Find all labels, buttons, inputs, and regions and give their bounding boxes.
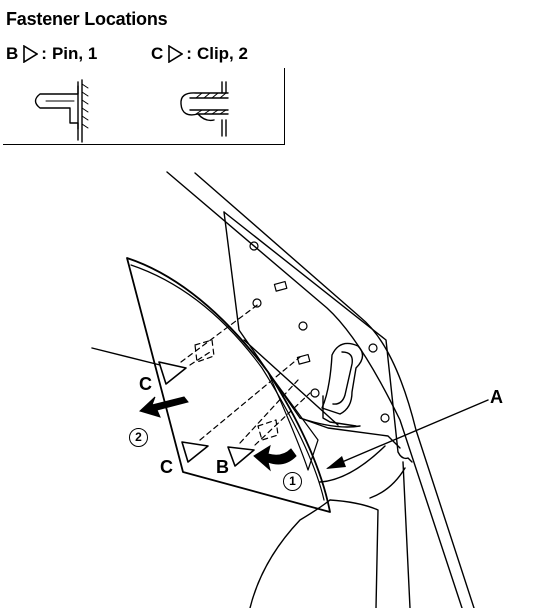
clip-fastener-icon	[180, 81, 229, 137]
triangle-marker-icon	[23, 45, 39, 63]
legend-pin-text: Pin, 1	[51, 44, 98, 63]
legend-clip: C : Clip, 2	[151, 44, 248, 63]
rotate-arrow-icon	[253, 444, 297, 472]
legend-box	[3, 68, 285, 145]
callout-c-upper: C	[139, 374, 152, 394]
legend-clip-text: Clip, 2	[196, 44, 248, 63]
fastener-guide-lines	[180, 302, 311, 446]
triangle-markers	[158, 361, 255, 467]
callout-c-lower: C	[160, 457, 173, 477]
legend-pin-letter: B	[6, 44, 19, 63]
callout-b: B	[216, 457, 229, 477]
step-number-1: 1	[283, 472, 302, 491]
mounting-holes	[249, 241, 390, 423]
step-number-2: 2	[129, 428, 148, 447]
leader-arrow-icon	[326, 456, 346, 469]
triangle-marker-icon	[158, 361, 187, 385]
diagram-title: Fastener Locations	[6, 9, 168, 29]
pull-arrow-icon	[139, 396, 189, 418]
seatbelt-anchor	[321, 342, 364, 427]
trim-panel	[126, 257, 331, 513]
pillar-body-outline	[166, 171, 475, 608]
callout-a: A	[490, 387, 503, 407]
pin-fastener-icon	[34, 79, 89, 143]
legend-clip-letter: C	[151, 44, 164, 63]
triangle-marker-icon	[227, 446, 255, 467]
leader-line-c-upper	[91, 347, 161, 366]
legend-pin: B : Pin, 1	[6, 44, 98, 63]
triangle-marker-icon	[181, 441, 209, 463]
leader-line-a	[327, 399, 489, 469]
triangle-marker-icon	[168, 45, 184, 63]
